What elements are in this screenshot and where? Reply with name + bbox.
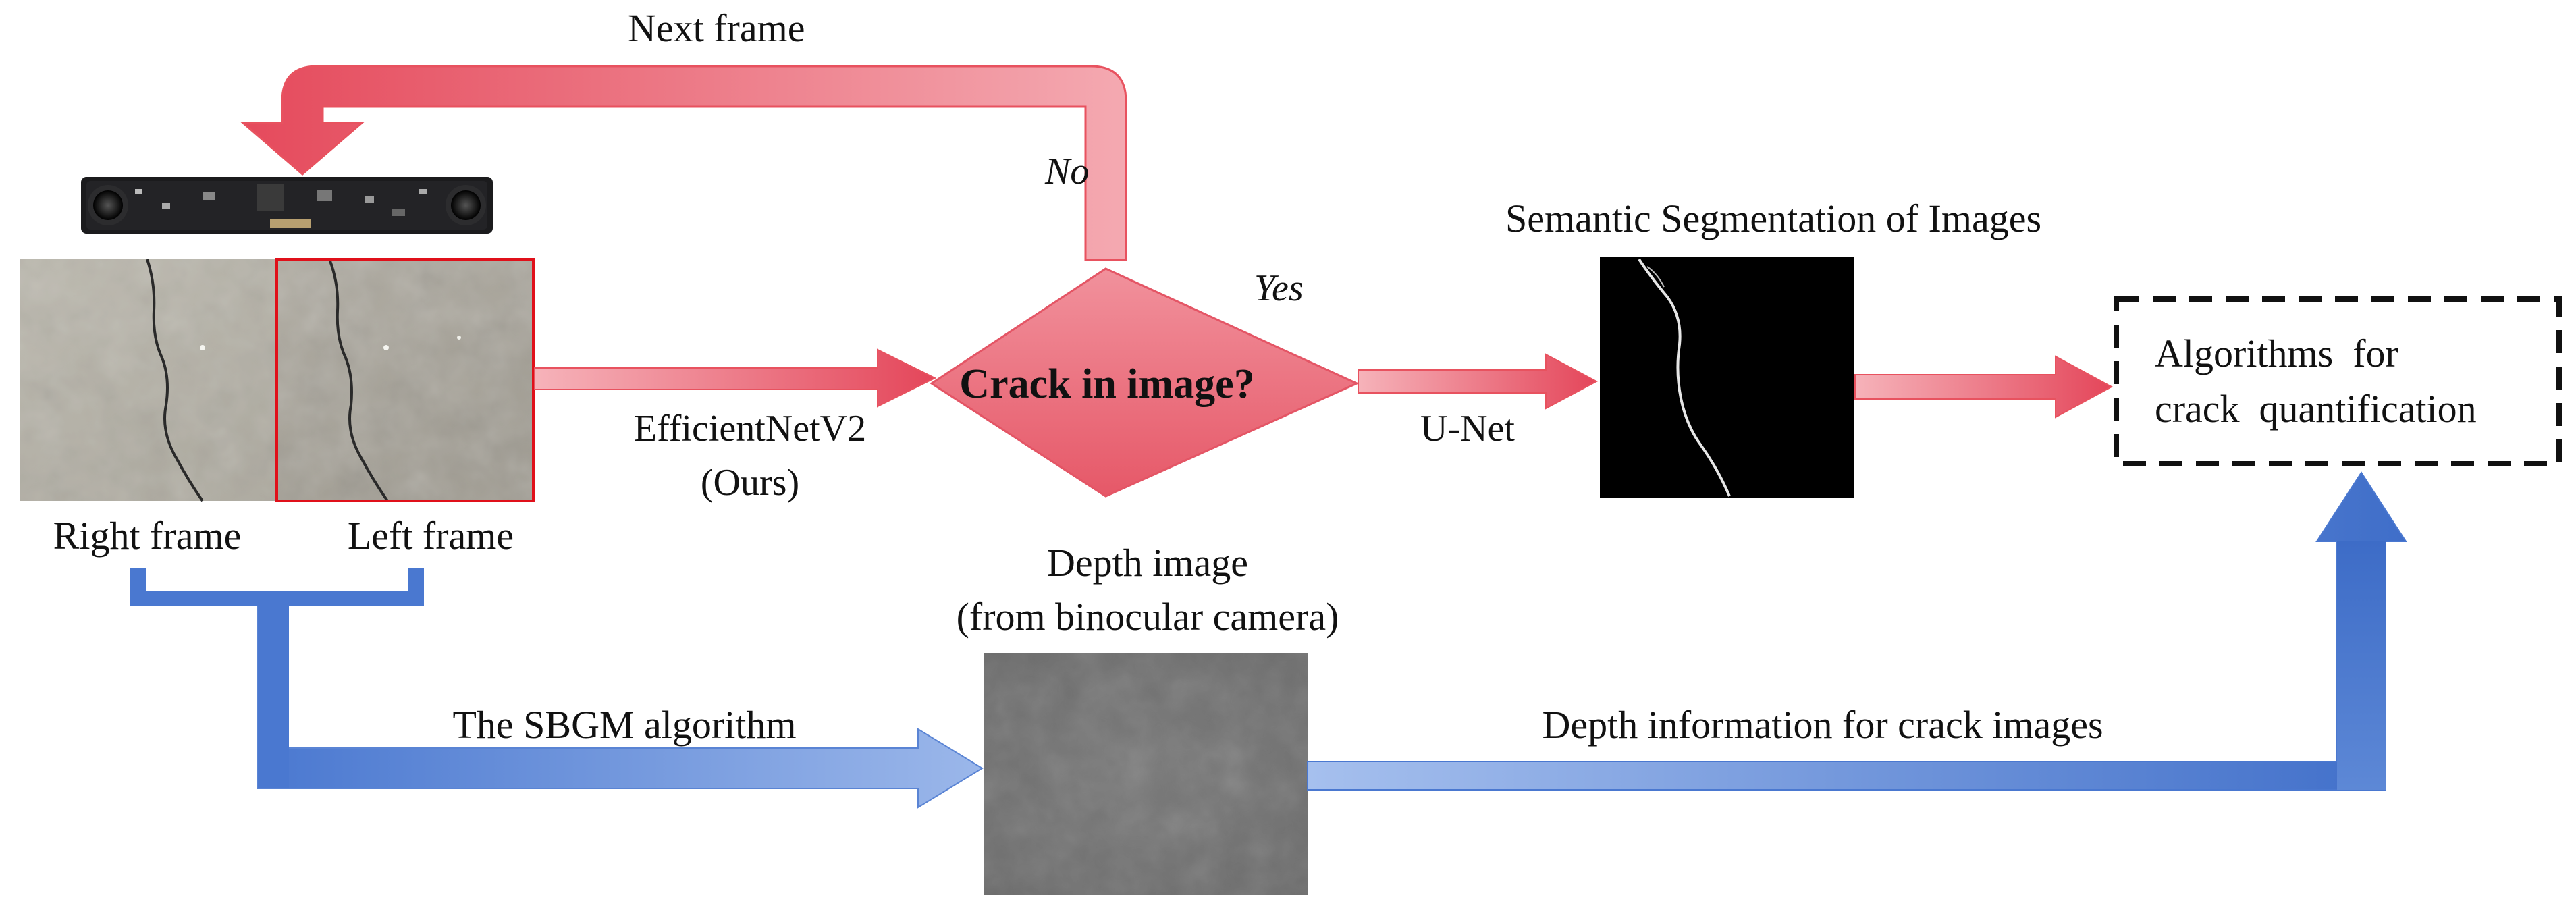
depth-image-title-line1: Depth image [1047,541,1248,585]
binocular-camera-image [81,177,493,234]
quantification-box [2114,296,2562,466]
decision-to-unet-arrow [1358,353,1599,410]
depth-image [984,653,1308,895]
classifier-label-line2: (Ours) [700,462,800,504]
depth-to-quantification-arrow [1307,471,2407,791]
classifier-label-line1: EfficientNetV2 [633,408,867,450]
segmentation-to-quantification-arrow [1854,355,2114,419]
quantification-label-line2: crack quantification [2155,387,2477,431]
stereo-image-pair [20,258,535,502]
right-frame-label: Right frame [53,514,242,558]
next-frame-label: Next frame [628,6,805,50]
frames-to-classifier-arrow [534,348,937,408]
sbgm-arrow [130,568,984,809]
segmentation-title: Semantic Segmentation of Images [1505,196,2042,240]
depth-image-title-line2: (from binocular camera) [956,595,1339,639]
crack-decision-diamond [930,267,1360,498]
decision-label: Crack in image? [959,361,1255,407]
no-label: No [1045,151,1090,192]
quantification-label-line1: Algorithms for [2155,331,2398,375]
left-frame-label: Left frame [347,514,514,558]
depth-info-label: Depth information for crack images [1542,703,2103,747]
segmentation-mask-image [1600,257,1854,498]
left-frame-highlight [275,258,535,502]
unet-label: U-Net [1420,408,1515,450]
yes-label: Yes [1254,267,1304,309]
sbgm-label: The SBGM algorithm [452,703,797,747]
next-frame-loop-arrow [240,65,1127,261]
